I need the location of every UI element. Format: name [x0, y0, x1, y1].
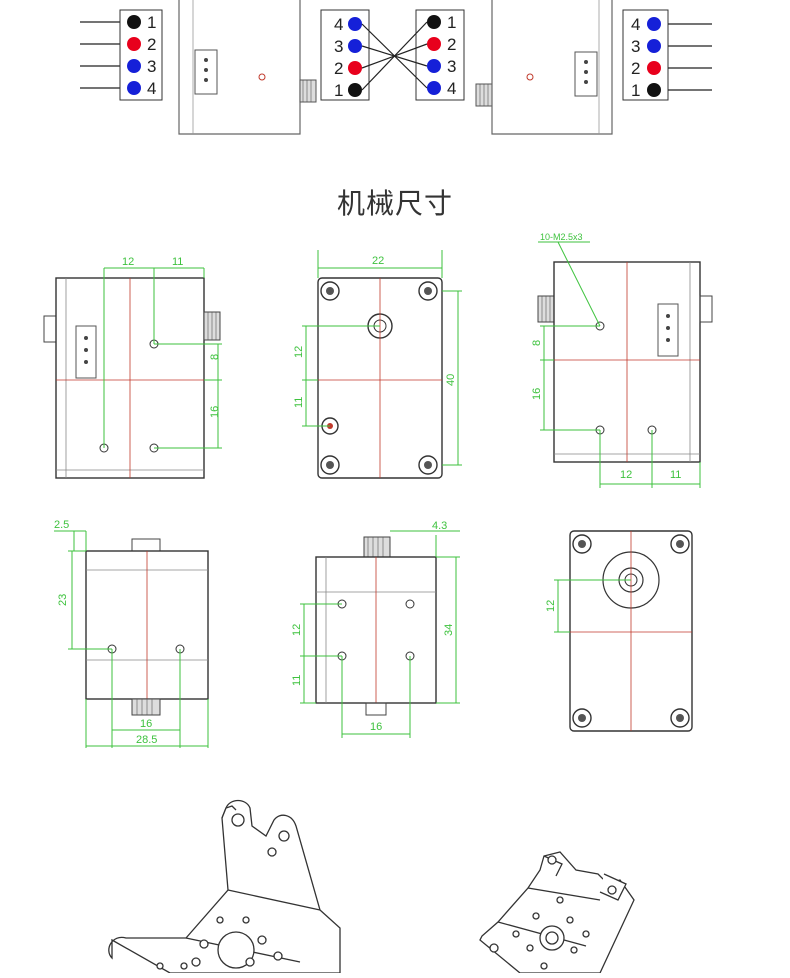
pin-label: 2 [147, 35, 156, 54]
pin-dot [127, 59, 141, 73]
dimension-label: 2.5 [54, 519, 69, 531]
pin-label: 2 [447, 35, 456, 54]
pin-dot [427, 59, 441, 73]
dimension-label: 11 [293, 397, 305, 408]
dimension-label: 8 [531, 340, 543, 346]
servo-top-partial-right [475, 0, 613, 135]
pin-label: 3 [334, 37, 343, 56]
dimension-label: 12 [620, 469, 632, 481]
pinout-diagram-a: 1 2 3 4 [80, 9, 163, 101]
pin-dot [647, 83, 661, 97]
dimension-label: 12 [545, 600, 557, 612]
pin-dot [427, 37, 441, 51]
top-view: 2.5 23 16 28.5 [54, 519, 209, 748]
pin-dot [427, 15, 441, 29]
pin-dot [348, 61, 362, 75]
pin-label: 4 [631, 15, 640, 34]
pin-dot [427, 81, 441, 95]
dimension-label: 12 [293, 346, 305, 358]
side-view-right: 10-M2.5x3 8 16 12 11 [531, 232, 713, 488]
dimension-label: 22 [372, 255, 384, 267]
dimension-label: 8 [209, 354, 221, 360]
pin-dot [127, 81, 141, 95]
back-view: 12 [545, 530, 693, 732]
pin-dot [647, 39, 661, 53]
dimension-label: 28.5 [136, 734, 157, 746]
dimension-label: 16 [140, 718, 152, 730]
pin-dot [348, 39, 362, 53]
dimension-label: 12 [291, 624, 303, 636]
servo-bracket-large [108, 799, 341, 974]
servo-top-partial-left [178, 0, 317, 135]
pin-label: 1 [631, 81, 640, 100]
pinout-diagram-b: 4 3 2 1 1 2 3 4 [320, 9, 465, 101]
pin-dot [127, 15, 141, 29]
servo-bracket-small [479, 851, 635, 974]
dimension-label: 16 [209, 406, 221, 418]
pin-dot [647, 61, 661, 75]
dimension-label: 12 [122, 256, 134, 268]
dimension-label: 16 [531, 388, 543, 400]
front-view: 22 40 12 11 [293, 250, 462, 479]
dimension-label: 11 [172, 256, 183, 268]
dimension-label: 11 [670, 469, 681, 481]
pin-dot [647, 17, 661, 31]
dimension-label: 4.3 [432, 520, 447, 532]
dimension-label: 23 [57, 594, 69, 606]
dimension-label: 40 [445, 374, 457, 386]
pin-label: 4 [447, 79, 456, 98]
pin-label: 1 [447, 13, 456, 32]
pin-dot [127, 37, 141, 51]
dimension-label: 34 [443, 624, 455, 636]
pin-label: 4 [147, 79, 156, 98]
pin-dot [348, 83, 362, 97]
pin-label: 1 [147, 13, 156, 32]
bottom-view: 4.3 34 12 11 16 [291, 520, 460, 738]
pin-label: 3 [631, 37, 640, 56]
section-title: 机械尺寸 [336, 187, 453, 220]
dimension-label: 11 [291, 675, 303, 686]
dimension-note: 10-M2.5x3 [540, 232, 583, 242]
pin-dot [348, 17, 362, 31]
dimension-label: 16 [370, 721, 382, 733]
side-view-left: 12 11 8 16 [43, 256, 222, 479]
pin-label: 2 [631, 59, 640, 78]
pin-label: 3 [147, 57, 156, 76]
pinout-diagram-c: 4 3 2 1 [622, 9, 712, 101]
pin-label: 4 [334, 15, 343, 34]
pin-label: 2 [334, 59, 343, 78]
pin-label: 1 [334, 81, 343, 100]
pin-label: 3 [447, 57, 456, 76]
